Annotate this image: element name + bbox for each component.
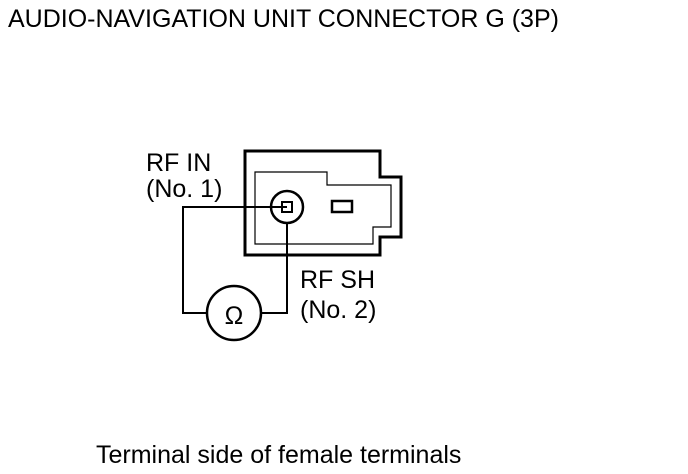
ohmmeter-symbol: Ω [225, 302, 244, 330]
connector-housing-inner [254, 171, 392, 245]
probe-wire-rf-sh [261, 223, 288, 314]
diagram-title: AUDIO-NAVIGATION UNIT CONNECTOR G (3P) [8, 5, 559, 33]
probe-wire-rf-in [182, 206, 287, 314]
diagram-caption: Terminal side of female terminals [96, 441, 462, 469]
terminal-slot [330, 199, 354, 214]
connector-housing-outer [243, 149, 403, 257]
terminal-label-rf-in-number: (No. 1) [146, 175, 222, 203]
terminal-label-rf-in-name: RF IN [146, 149, 211, 177]
terminal-label-rf-sh-number: (No. 2) [300, 296, 376, 324]
terminal-label-rf-sh-name: RF SH [300, 266, 375, 294]
